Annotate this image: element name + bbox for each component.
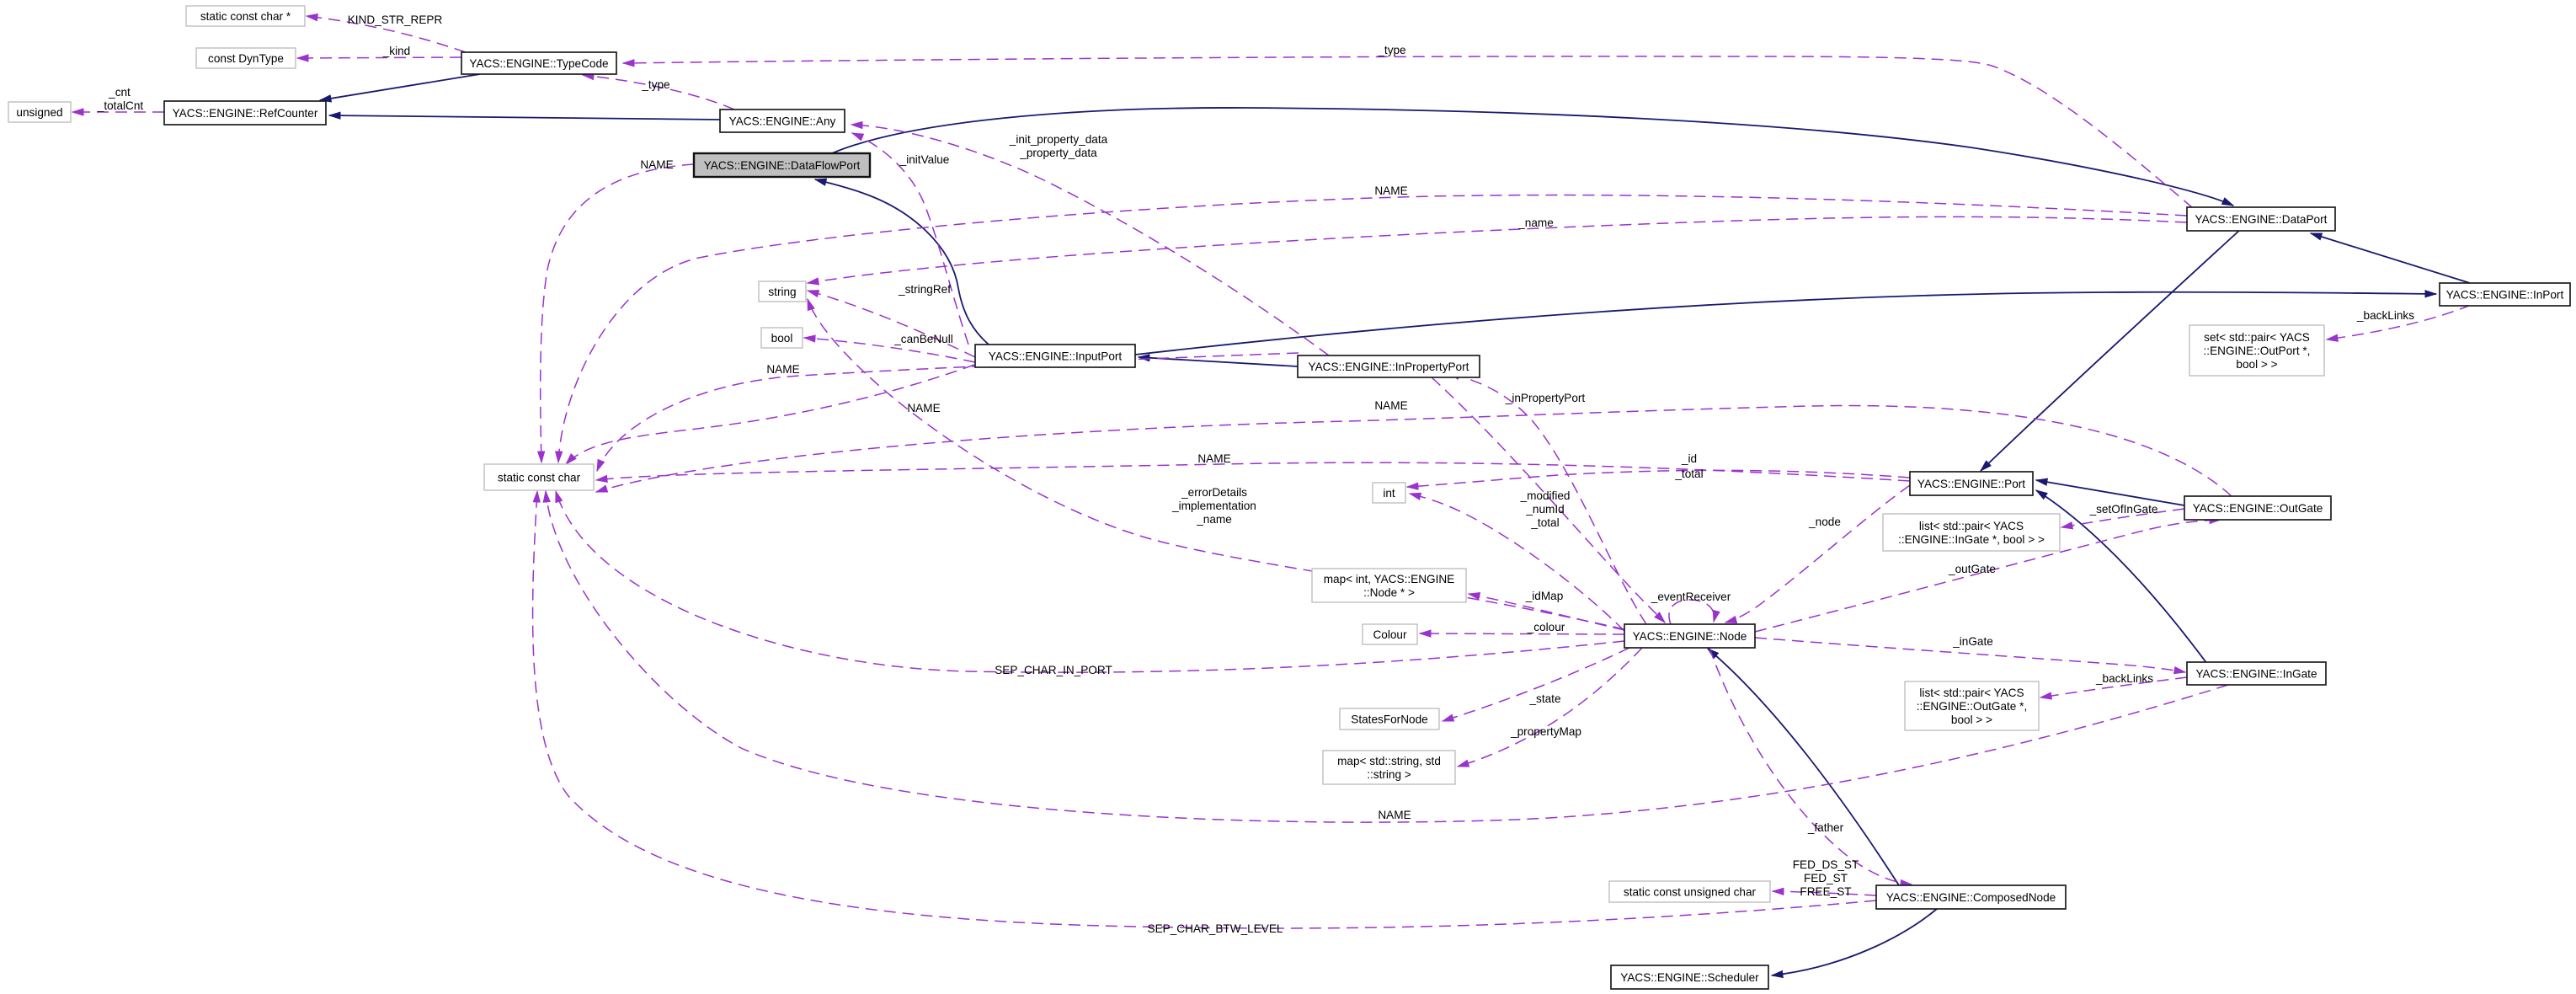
svg-text:_totalCnt: _totalCnt	[97, 99, 144, 112]
svg-text:int: int	[1383, 487, 1395, 500]
svg-text:_modified: _modified	[1520, 489, 1571, 502]
svg-text:::ENGINE::OutPort *,: ::ENGINE::OutPort *,	[2204, 345, 2311, 357]
svg-text:::string >: ::string >	[1367, 768, 1411, 781]
svg-text:YACS::ENGINE::DataPort: YACS::ENGINE::DataPort	[2195, 213, 2328, 226]
svg-text:YACS::ENGINE::OutGate: YACS::ENGINE::OutGate	[2193, 502, 2323, 515]
svg-text:_node: _node	[1808, 516, 1841, 528]
svg-text:_errorDetails: _errorDetails	[1181, 486, 1247, 499]
svg-text:_name: _name	[1196, 513, 1232, 526]
svg-text:string: string	[768, 286, 796, 298]
svg-text:_eventReceiver: _eventReceiver	[1651, 591, 1731, 603]
svg-text:YACS::ENGINE::InPropertyPort: YACS::ENGINE::InPropertyPort	[1309, 361, 1469, 373]
svg-text:_implementation: _implementation	[1171, 500, 1256, 512]
svg-text:YACS::ENGINE::InPort: YACS::ENGINE::InPort	[2446, 288, 2564, 301]
svg-text:_propertyMap: _propertyMap	[1510, 725, 1581, 738]
svg-text:_inPropertyPort: _inPropertyPort	[1505, 392, 1586, 404]
svg-text:YACS::ENGINE::Node: YACS::ENGINE::Node	[1633, 630, 1747, 643]
svg-text:NAME: NAME	[1378, 809, 1411, 821]
svg-text:FED_ST: FED_ST	[1804, 872, 1848, 884]
svg-text:YACS::ENGINE::InGate: YACS::ENGINE::InGate	[2195, 667, 2317, 680]
svg-text:_inGate: _inGate	[1952, 635, 1993, 648]
svg-text:_init_property_data: _init_property_data	[1009, 133, 1108, 146]
svg-text:NAME: NAME	[766, 363, 799, 376]
svg-text:bool > >: bool > >	[1951, 713, 1992, 726]
svg-text:_stringRef: _stringRef	[898, 283, 951, 296]
svg-text:_cnt: _cnt	[108, 86, 131, 99]
svg-text:NAME: NAME	[1197, 452, 1230, 465]
svg-text:_id: _id	[1681, 452, 1697, 465]
svg-text:YACS::ENGINE::DataFlowPort: YACS::ENGINE::DataFlowPort	[704, 159, 861, 172]
svg-text:_type: _type	[1377, 44, 1405, 56]
svg-text:map< std::string, std: map< std::string, std	[1337, 755, 1441, 767]
svg-text:YACS::ENGINE::Scheduler: YACS::ENGINE::Scheduler	[1620, 971, 1759, 984]
svg-text:static const char: static const char	[498, 471, 581, 484]
svg-text:SEP_CHAR_BTW_LEVEL: SEP_CHAR_BTW_LEVEL	[1148, 922, 1283, 935]
svg-text:KIND_STR_REPR: KIND_STR_REPR	[348, 13, 443, 26]
svg-text:_outGate: _outGate	[1948, 563, 1996, 575]
svg-text:list< std::pair< YACS: list< std::pair< YACS	[1919, 687, 2024, 699]
svg-text:_state: _state	[1528, 692, 1560, 705]
svg-text:_initValue: _initValue	[899, 153, 950, 166]
svg-text:static const char *: static const char *	[200, 10, 291, 23]
svg-text:static const unsigned char: static const unsigned char	[1624, 885, 1757, 898]
svg-text:YACS::ENGINE::Any: YACS::ENGINE::Any	[729, 115, 836, 127]
svg-text:unsigned: unsigned	[16, 106, 62, 119]
svg-text:SEP_CHAR_IN_PORT: SEP_CHAR_IN_PORT	[995, 664, 1112, 676]
svg-text:list< std::pair< YACS: list< std::pair< YACS	[1919, 520, 2024, 532]
svg-text:_canBeNull: _canBeNull	[893, 333, 953, 345]
svg-text:NAME: NAME	[1374, 399, 1407, 412]
svg-text:YACS::ENGINE::TypeCode: YACS::ENGINE::TypeCode	[469, 57, 608, 70]
svg-text:_total: _total	[1674, 468, 1703, 480]
svg-text:YACS::ENGINE::Port: YACS::ENGINE::Port	[1917, 478, 2025, 490]
svg-text:const DynType: const DynType	[208, 52, 284, 65]
svg-text:set< std::pair< YACS: set< std::pair< YACS	[2204, 331, 2310, 344]
svg-text:_property_data: _property_data	[1019, 147, 1097, 159]
svg-text:_backLinks: _backLinks	[2356, 309, 2414, 322]
svg-text:Colour: Colour	[1373, 628, 1407, 641]
svg-text:_setOfInGate: _setOfInGate	[2089, 503, 2158, 516]
svg-text:bool > >: bool > >	[2236, 358, 2277, 371]
svg-text:::Node * >: ::Node * >	[1363, 586, 1415, 599]
svg-text:NAME: NAME	[640, 158, 673, 171]
svg-text:FREE_ST: FREE_ST	[1800, 885, 1851, 898]
svg-text:StatesForNode: StatesForNode	[1351, 713, 1427, 725]
svg-text:_colour: _colour	[1527, 621, 1565, 633]
svg-text:YACS::ENGINE::InputPort: YACS::ENGINE::InputPort	[989, 350, 1123, 362]
svg-text:bool: bool	[771, 332, 793, 345]
svg-text:::ENGINE::OutGate *,: ::ENGINE::OutGate *,	[1917, 700, 2027, 713]
svg-text:_type: _type	[641, 78, 669, 91]
svg-text:_name: _name	[1517, 216, 1554, 229]
svg-text:_kind: _kind	[382, 45, 411, 57]
svg-text:FED_DS_ST: FED_DS_ST	[1793, 858, 1859, 871]
svg-text:_father: _father	[1807, 821, 1844, 834]
svg-text:_idMap: _idMap	[1525, 590, 1564, 602]
svg-text:YACS::ENGINE::ComposedNode: YACS::ENGINE::ComposedNode	[1886, 891, 2056, 904]
svg-text:map< int, YACS::ENGINE: map< int, YACS::ENGINE	[1324, 573, 1455, 585]
svg-text:::ENGINE::InGate *, bool > >: ::ENGINE::InGate *, bool > >	[1898, 533, 2045, 546]
svg-text:NAME: NAME	[1374, 184, 1407, 197]
svg-text:_total: _total	[1530, 516, 1559, 529]
svg-text:_backLinks: _backLinks	[2095, 672, 2153, 685]
svg-text:YACS::ENGINE::RefCounter: YACS::ENGINE::RefCounter	[173, 107, 318, 120]
svg-text:_numId: _numId	[1525, 503, 1564, 516]
svg-text:NAME: NAME	[907, 402, 940, 414]
